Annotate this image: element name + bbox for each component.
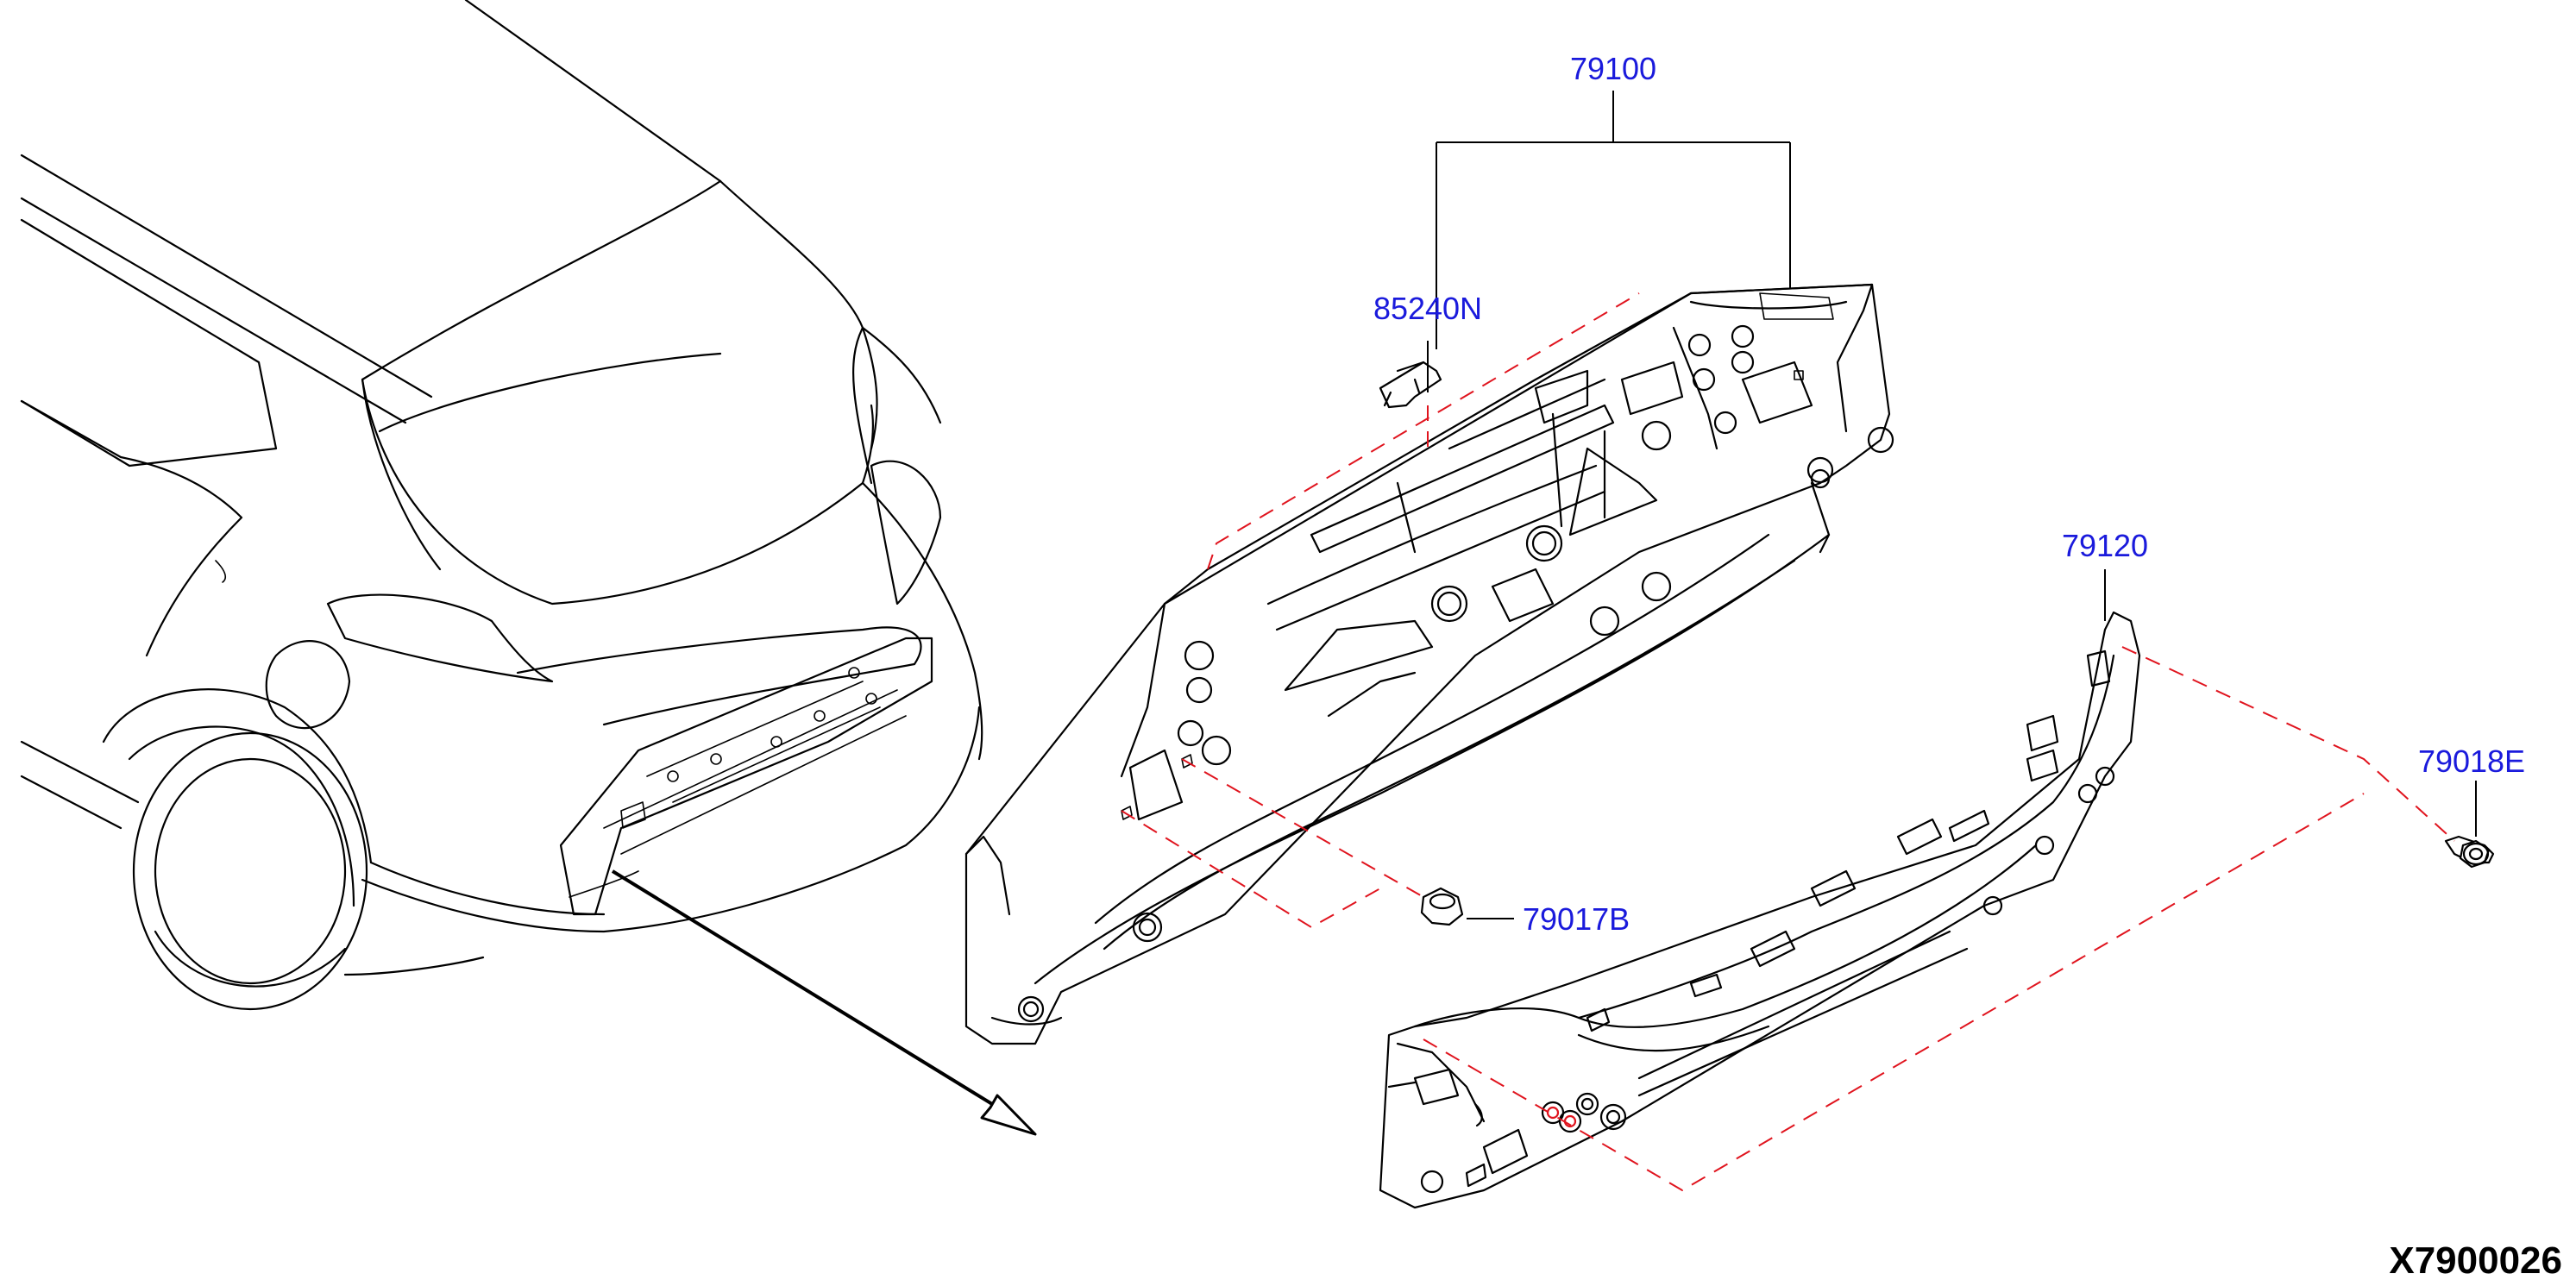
label-79017B: 79017B <box>1523 901 1630 937</box>
reference-code: X7900026 <box>2389 1239 2562 1280</box>
bolt-79018E <box>2444 835 2495 869</box>
vehicle-rear-illustration <box>20 0 1037 1136</box>
assembly-guides <box>1121 292 2455 1192</box>
label-79018E: 79018E <box>2418 744 2525 779</box>
label-79100: 79100 <box>1570 51 1656 86</box>
label-85240N: 85240N <box>1373 291 1482 326</box>
part-labels: 79100 85240N 79120 79018E 79017B X790002… <box>1373 51 2562 1280</box>
bracket-85240N <box>1379 361 1442 409</box>
rear-panel-79100 <box>964 283 1894 1045</box>
label-79120: 79120 <box>2062 528 2148 563</box>
leader-lines <box>1427 91 2477 919</box>
rear-member-79120 <box>1379 611 2141 1209</box>
nut-79017B <box>1420 887 1464 926</box>
